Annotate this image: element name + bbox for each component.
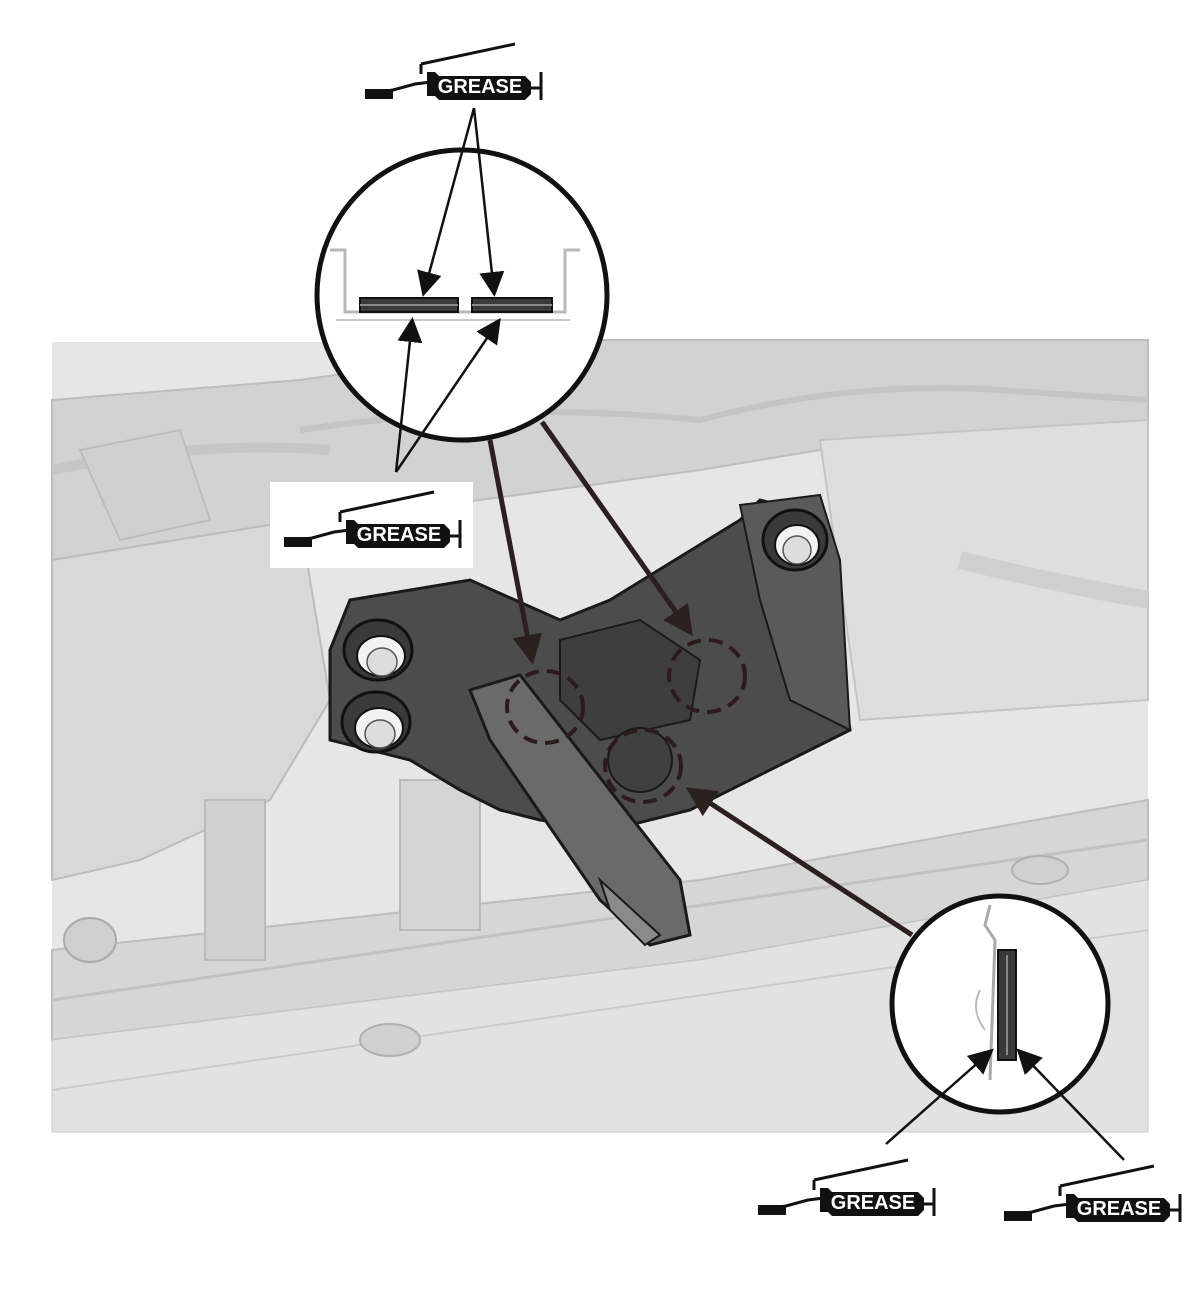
grease-symbol-bottom-left: GREASE [757,1158,936,1216]
bolt-left-lower [340,690,412,754]
detail-circle-bottom [889,893,1111,1115]
vehicle-body-background [51,339,1150,1133]
bolt-top-right [761,508,829,572]
grease-symbol-top: GREASE [364,42,543,100]
grease-point-circle-right [667,638,747,714]
bolt-left-upper [342,618,414,682]
callout-arrows [487,420,914,938]
grease-point-circle-left [505,669,585,745]
hood-latch-assembly [328,493,852,947]
grease-leader-arrows [394,107,1125,1161]
grease-label-bottom-left: GREASE [831,1192,915,1214]
detail-circle-top [314,147,610,443]
grease-symbol-mid: GREASE [270,482,473,568]
grease-label-bottom-right: GREASE [1077,1198,1161,1220]
grease-label-top: GREASE [438,76,522,98]
grease-point-circle-bottom [603,728,683,804]
grease-symbol-bottom-right: GREASE [1003,1164,1182,1222]
grease-label-mid: GREASE [357,524,441,546]
